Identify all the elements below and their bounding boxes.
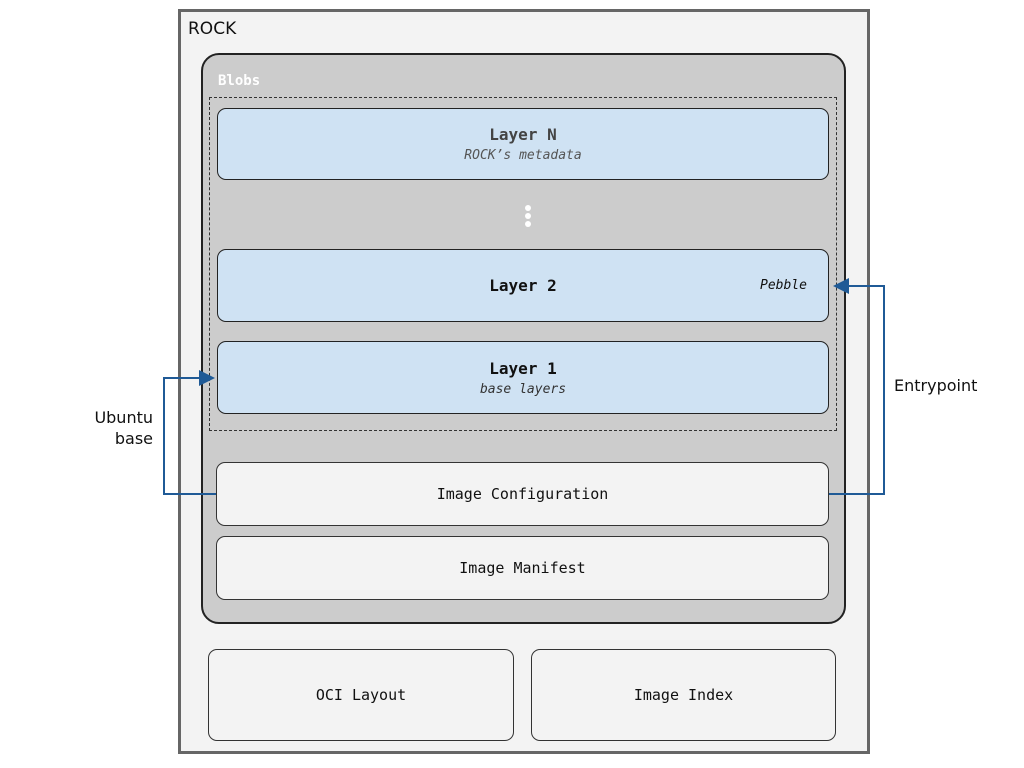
ellipsis-dot xyxy=(525,205,531,211)
layer-1-subtitle: base layers xyxy=(479,381,567,397)
rock-title: ROCK xyxy=(188,19,237,39)
layer-1-title: Layer 1 xyxy=(489,358,557,378)
image-manifest-box: Image Manifest xyxy=(216,536,829,600)
layer-2-title: Layer 2 xyxy=(489,276,557,295)
pebble-annotation: Pebble xyxy=(760,278,807,293)
layer-n-box: Layer N ROCK’s metadata xyxy=(217,108,829,180)
layer-2-box: Layer 2 xyxy=(217,249,829,322)
ubuntu-label-line1: Ubuntu xyxy=(94,408,153,427)
blobs-title: Blobs xyxy=(218,73,261,89)
ellipsis-dot xyxy=(525,213,531,219)
image-configuration-box: Image Configuration xyxy=(216,462,829,526)
layer-n-subtitle: ROCK’s metadata xyxy=(464,148,582,163)
oci-layout-box: OCI Layout xyxy=(208,649,514,741)
entrypoint-label: Entrypoint xyxy=(894,376,978,395)
layer-n-title: Layer N xyxy=(489,125,557,144)
ellipsis-dot xyxy=(525,221,531,227)
ubuntu-label-line2: base xyxy=(114,429,153,448)
layers-group xyxy=(209,97,837,431)
layer-1-box: Layer 1 base layers xyxy=(217,341,829,414)
image-index-box: Image Index xyxy=(531,649,836,741)
ubuntu-base-label: Ubuntu base xyxy=(70,407,153,449)
